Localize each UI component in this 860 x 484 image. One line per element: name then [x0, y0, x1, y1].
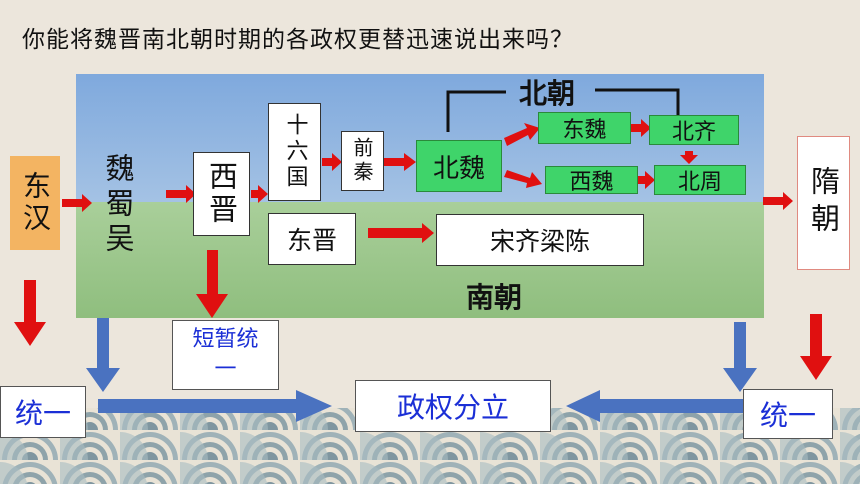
arrow-tongyi-fenli — [98, 390, 332, 422]
arrow-beizhou-sui — [763, 192, 793, 210]
arrow-beiwei-xiwei — [504, 170, 542, 188]
arrow-beiwei-dongwei — [504, 123, 540, 146]
box-zhengquanfenli: 政权分立 — [355, 380, 551, 432]
box-dongjin: 东晋 — [268, 213, 356, 265]
box-duanzan: 短暂统一 — [172, 320, 279, 390]
box-xijin: 西晋 — [193, 152, 250, 236]
north-label: 北朝 — [519, 77, 576, 110]
box-xiwei: 西魏 — [545, 166, 638, 195]
arrow-tongyi-fenli-left — [566, 390, 744, 422]
box-tongyi-right: 统一 — [743, 389, 833, 439]
arrow-sui-tongyi — [800, 314, 832, 380]
box-tongyi-left: 统一 — [0, 386, 86, 438]
arrow-dongjin-songqi — [368, 223, 434, 243]
arrow-dongwei-beiqi — [631, 119, 651, 137]
text-weishuwu: 魏蜀吴 — [101, 152, 135, 258]
south-panel — [76, 202, 764, 318]
box-beiwei: 北魏 — [416, 140, 502, 192]
arrow-donghan-weishuwu — [62, 194, 92, 212]
box-beiqi: 北齐 — [649, 115, 739, 145]
box-dongwei: 东魏 — [538, 112, 631, 144]
box-sui: 隋朝 — [797, 136, 850, 270]
arrow-qianqin-beiwei — [382, 153, 416, 171]
arrow-right-tongyi-down — [723, 322, 757, 392]
arrow-beiqi-beizhou — [680, 151, 698, 164]
box-shiliuguo: 十六国 — [268, 103, 321, 201]
question-text: 你能将魏晋南北朝时期的各政权更替迅速说出来吗？ — [22, 27, 574, 53]
box-qianqin: 前秦 — [341, 131, 384, 191]
box-donghan: 东汉 — [10, 156, 60, 250]
arrow-weishuwu-xijin — [166, 185, 196, 203]
arrow-xijin-shiliuguo — [251, 185, 268, 203]
arrow-xijin-duanzan — [196, 250, 228, 318]
arrow-weishuwu-tongyi-down — [86, 318, 120, 392]
box-beizhou: 北周 — [654, 165, 746, 195]
north-bracket-left — [446, 90, 506, 132]
arrow-xiwei-beizhou — [637, 171, 655, 189]
arrow-donghan-tongyi — [14, 280, 46, 346]
arrow-shiliuguo-qianqin — [322, 153, 342, 171]
north-bracket-right — [595, 88, 680, 118]
south-label: 南朝 — [466, 281, 523, 314]
box-songqiliangchen: 宋齐梁陈 — [436, 214, 644, 266]
